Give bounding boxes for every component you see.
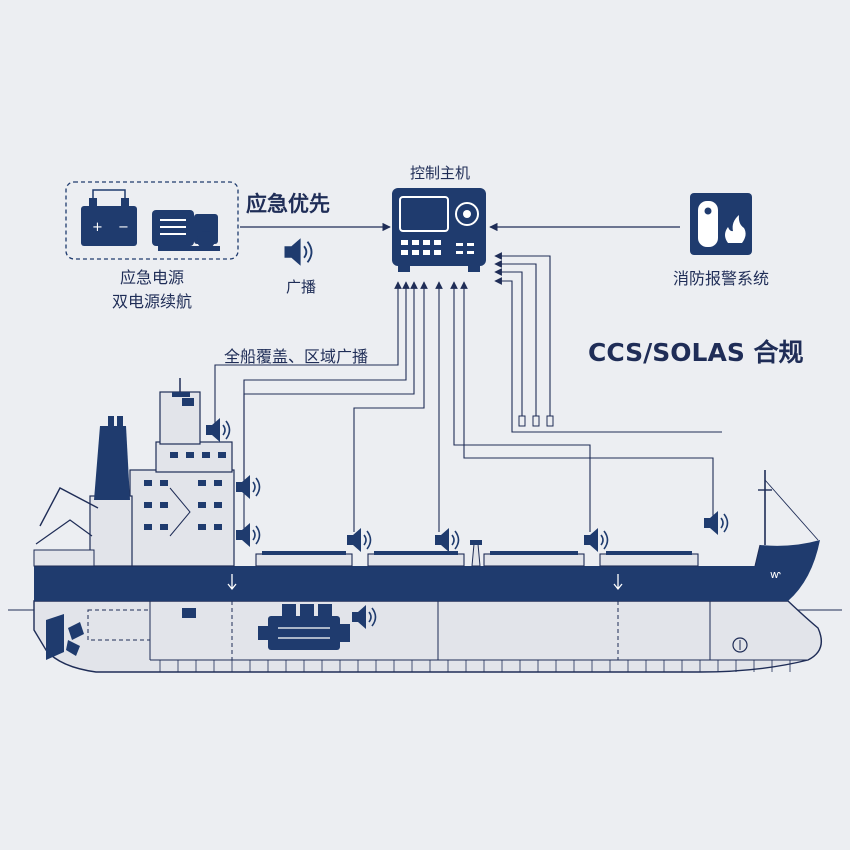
compliance-label: CCS/SOLAS 合规 <box>588 338 804 367</box>
speaker-wiring <box>214 281 714 532</box>
flame-icon <box>725 215 746 243</box>
speaker-bridge-mid <box>235 474 261 500</box>
svg-text:−: − <box>118 220 129 235</box>
control-unit: 控制主机 <box>392 164 486 272</box>
generator-icon <box>152 210 220 251</box>
speaker-icon <box>283 237 313 267</box>
emergency-power-frame <box>65 181 239 260</box>
priority-label: 应急优先 <box>246 192 330 216</box>
sensor-terminals <box>518 415 554 427</box>
battery-icon: + − <box>81 198 137 246</box>
input-wiring <box>494 252 722 433</box>
speaker-bridge-top <box>205 417 231 443</box>
dual-power-label: 双电源续航 <box>112 292 192 311</box>
broadcast-label: 广播 <box>286 278 316 296</box>
double-bottom-cells <box>159 660 791 672</box>
fire-alarm-group: 消防报警系统 <box>673 193 769 288</box>
emergency-power-group: + − 应急电源 双电源续航 <box>65 181 239 311</box>
ship-icon: ⱳ <box>8 378 842 673</box>
coverage-label: 全船覆盖、区域广播 <box>224 347 368 366</box>
svg-text:ⱳ: ⱳ <box>770 568 781 581</box>
control-unit-label: 控制主机 <box>410 164 470 182</box>
emergency-power-label: 应急电源 <box>120 268 184 287</box>
propeller-icon <box>46 614 84 660</box>
engine-icon <box>258 604 350 650</box>
speaker-deck-1 <box>346 527 372 553</box>
speaker-bow <box>703 510 729 536</box>
svg-text:+: + <box>92 220 103 235</box>
speaker-bridge-low <box>235 522 261 548</box>
speaker-deck-3 <box>583 527 609 553</box>
fire-alarm-label: 消防报警系统 <box>673 269 769 288</box>
